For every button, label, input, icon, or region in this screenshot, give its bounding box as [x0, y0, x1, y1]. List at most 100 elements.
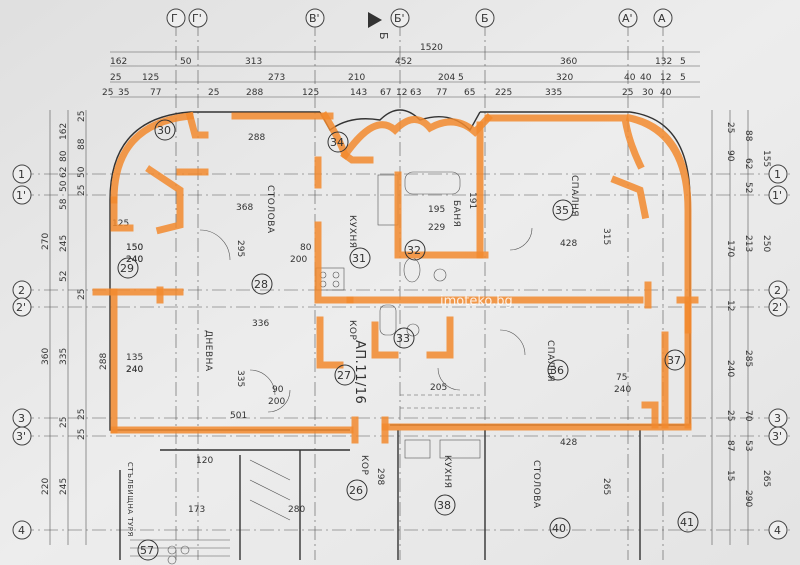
svg-text:295: 295: [235, 240, 245, 257]
svg-text:270: 270: [41, 233, 51, 250]
svg-text:87: 87: [725, 440, 735, 451]
room-number-27: 27: [337, 369, 351, 382]
svg-text:77: 77: [436, 88, 447, 98]
svg-text:336: 336: [252, 319, 269, 329]
axis-label-top-1: Г: [171, 12, 178, 25]
axis-label-right-5: 3: [774, 412, 781, 425]
svg-text:63: 63: [410, 88, 421, 98]
room-name-dnevna: ДНЕВНА: [203, 330, 213, 372]
svg-text:125: 125: [142, 73, 159, 83]
svg-text:70: 70: [743, 410, 753, 422]
left-dimension-chains: 270 360 220 162 80 62 50 58 245 52 335 2…: [41, 110, 143, 545]
svg-text:288: 288: [99, 353, 109, 370]
axis-label-top-7: А: [658, 12, 666, 25]
svg-text:162: 162: [110, 57, 127, 67]
svg-text:25: 25: [110, 73, 121, 83]
svg-text:213: 213: [743, 235, 753, 252]
svg-text:265: 265: [761, 470, 771, 487]
axis-label-left-2: 1': [16, 189, 26, 202]
svg-text:25: 25: [102, 88, 113, 98]
svg-text:25: 25: [622, 88, 633, 98]
room-number-57: 57: [140, 544, 154, 557]
svg-text:5: 5: [680, 73, 686, 83]
svg-text:290: 290: [743, 490, 753, 507]
svg-text:52: 52: [743, 182, 753, 193]
top-dimension-chains: 1520 162 50 313 452 360 132 5 25 125 273…: [102, 43, 700, 98]
svg-text:90: 90: [725, 150, 735, 162]
room-name-32: БАНЯ: [451, 200, 461, 227]
svg-text:240: 240: [126, 365, 143, 375]
svg-text:12: 12: [725, 300, 735, 311]
axis-label-right-3: 2: [774, 284, 781, 297]
svg-text:210: 210: [348, 73, 365, 83]
axis-label-right-2: 1': [772, 189, 782, 202]
svg-text:25: 25: [208, 88, 219, 98]
svg-text:50: 50: [77, 166, 87, 178]
svg-text:195: 195: [428, 205, 445, 215]
svg-text:150: 150: [126, 243, 143, 253]
svg-text:12: 12: [660, 73, 671, 83]
axis-label-left-5: 3: [18, 412, 25, 425]
svg-text:501: 501: [230, 411, 247, 421]
svg-text:428: 428: [560, 438, 577, 448]
svg-text:62: 62: [743, 158, 753, 169]
axis-label-left-7: 4: [18, 524, 25, 537]
interior-dimensions: 288 368 295 336 335 501 428 315 428 195 …: [126, 133, 631, 515]
room-number-38: 38: [437, 499, 451, 512]
svg-text:12: 12: [396, 88, 407, 98]
room-number-28: 28: [254, 278, 268, 291]
svg-text:80: 80: [59, 150, 69, 162]
svg-text:50: 50: [59, 180, 69, 192]
svg-text:90: 90: [272, 385, 284, 395]
right-dimension-chains: 155 250 265 88 62 52 213 285 70 53 290 2…: [711, 110, 771, 545]
svg-text:150: 150: [126, 243, 143, 253]
room-name-26: КОР: [359, 455, 369, 475]
watermark: imoteko.bg: [440, 294, 513, 309]
room-numbers: 30 34 35 28 29 31 32 33 27 36 37 26 38 4…: [117, 119, 699, 561]
section-marker: Б: [377, 32, 390, 40]
room-name-28: СТОЛОВА: [265, 185, 275, 234]
svg-text:315: 315: [601, 228, 611, 245]
room-name-31: КУХНЯ: [347, 215, 357, 249]
svg-text:368: 368: [236, 203, 253, 213]
axis-label-top-5: Б: [481, 12, 489, 25]
room-number-36: 36: [550, 364, 564, 377]
svg-text:229: 229: [428, 223, 445, 233]
axis-label-top-2: Г': [192, 12, 202, 25]
svg-text:245: 245: [59, 235, 69, 252]
room-names: СТОЛОВА СПАЛНЯ КУХНЯ БАНЯ КОР СПАЛНЯ КОР…: [126, 175, 579, 537]
svg-text:125: 125: [112, 219, 129, 229]
svg-text:335: 335: [235, 370, 245, 387]
room-number-41: 41: [680, 516, 694, 529]
svg-text:240: 240: [725, 360, 735, 377]
svg-text:288: 288: [248, 133, 265, 143]
svg-text:245: 245: [59, 478, 69, 495]
svg-text:40: 40: [624, 73, 636, 83]
room-number-40: 40: [552, 522, 566, 535]
room-number-37: 37: [667, 354, 681, 367]
svg-text:88: 88: [77, 138, 87, 150]
axis-label-top-4: Б': [394, 12, 405, 25]
svg-text:120: 120: [196, 456, 213, 466]
svg-text:25: 25: [77, 111, 87, 122]
section-arrow-icon: [368, 12, 382, 28]
svg-text:240: 240: [126, 255, 143, 265]
room-number-31: 31: [352, 252, 366, 265]
svg-text:25: 25: [77, 289, 87, 300]
top-axis-markers: Г Г' В' Б' Б А' А Б: [166, 8, 673, 40]
svg-text:240: 240: [126, 365, 143, 375]
svg-text:280: 280: [288, 505, 305, 515]
svg-text:335: 335: [545, 88, 562, 98]
svg-text:25: 25: [59, 417, 69, 428]
side-axis-markers: 1 1' 2 2' 3 3' 4 1 1' 2 2' 3 3' 4: [12, 164, 788, 540]
svg-text:313: 313: [245, 57, 262, 67]
svg-text:250: 250: [761, 235, 771, 252]
svg-text:25: 25: [725, 122, 735, 133]
room-name-40: СТОЛОВА: [531, 460, 541, 509]
svg-text:30: 30: [642, 88, 654, 98]
svg-text:35: 35: [118, 88, 129, 98]
interior-details: [130, 171, 533, 565]
svg-text:452: 452: [395, 57, 412, 67]
svg-text:15: 15: [725, 470, 735, 481]
